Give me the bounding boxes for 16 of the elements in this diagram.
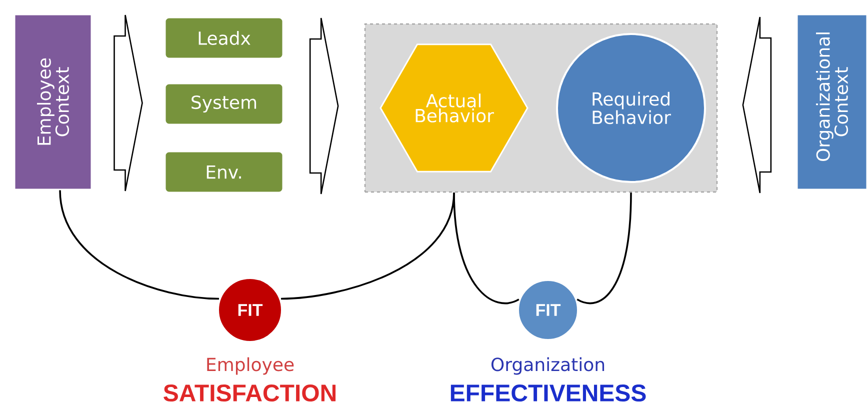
chevron-arrow <box>309 17 339 195</box>
connector-curve <box>59 190 220 300</box>
chevron-arrow <box>114 14 143 192</box>
hexagon: Actual Behavior <box>380 44 528 172</box>
connector-curve <box>453 192 520 304</box>
factor-box: Leadx <box>164 16 284 60</box>
caption-text: SATISFACTION <box>164 384 336 402</box>
factor-box: System <box>164 82 284 126</box>
chevron-arrow <box>742 16 772 194</box>
caption-text: EFFECTIVENESS <box>450 384 646 402</box>
context-box: Employee Context <box>14 14 92 190</box>
factor-box: Env. <box>164 150 284 194</box>
context-box: Organizational Context <box>796 14 868 190</box>
caption-text: Employee <box>207 357 294 375</box>
connector-curve <box>576 192 632 304</box>
caption-text: Organization <box>491 357 604 375</box>
